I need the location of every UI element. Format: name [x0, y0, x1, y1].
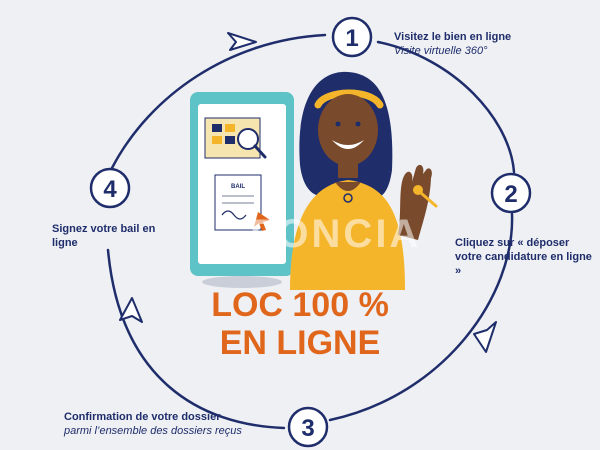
lease-document-label: BAIL — [231, 184, 245, 190]
step-3-title: Confirmation de votre dossier — [64, 411, 221, 423]
arrow-3-to-4 — [106, 248, 286, 430]
badge-step-3: 3 — [287, 406, 329, 448]
cycle-arrows — [106, 33, 516, 430]
arrow-4-to-1 — [110, 33, 327, 170]
arrow-1-to-2 — [376, 40, 516, 174]
step-1-subtitle: Visite virtuelle 360° — [394, 45, 488, 57]
foncia-watermark: FONCIA — [250, 212, 422, 256]
magnifier-icon — [237, 128, 259, 150]
step-3-text: Confirmation de votre dossier parmi l’en… — [64, 410, 294, 438]
step-2-text: Cliquez sur « déposer votre candidature … — [455, 236, 595, 278]
headline-line-1: LOC 100 % — [211, 286, 389, 324]
headline: LOC 100 % EN LIGNE — [180, 286, 420, 362]
arrow-2-to-3 — [328, 212, 514, 422]
badge-step-2-number: 2 — [504, 181, 517, 208]
step-2-title: Cliquez sur « déposer votre candidature … — [455, 237, 592, 277]
key-icon — [413, 185, 438, 208]
step-1-title: Visitez le bien en ligne — [394, 31, 512, 43]
badge-step-4-number: 4 — [103, 176, 117, 203]
step-4-text: Signez votre bail en ligne — [52, 222, 162, 250]
step-3-subtitle: parmi l’ensemble des dossiers reçus — [64, 425, 242, 437]
arrowheads — [119, 32, 497, 353]
woman-illustration — [290, 71, 438, 290]
phone-illustration: BAIL — [190, 92, 294, 288]
badge-step-2: 2 — [490, 172, 532, 214]
headline-line-2: EN LIGNE — [219, 324, 381, 362]
step-number-badges: 1 2 3 4 — [89, 16, 532, 448]
badge-step-1-number: 1 — [345, 25, 358, 52]
arrowhead-right — [473, 321, 497, 353]
badge-step-4: 4 — [89, 167, 131, 209]
step-1-text: Visitez le bien en ligne Visite virtuell… — [394, 30, 574, 58]
cursor-icon — [254, 212, 270, 231]
arrowhead-left — [119, 297, 143, 323]
badge-step-1: 1 — [331, 16, 373, 58]
badge-step-3-number: 3 — [301, 415, 314, 442]
step-4-title: Signez votre bail en ligne — [52, 223, 156, 249]
arrowhead-top — [227, 32, 257, 51]
